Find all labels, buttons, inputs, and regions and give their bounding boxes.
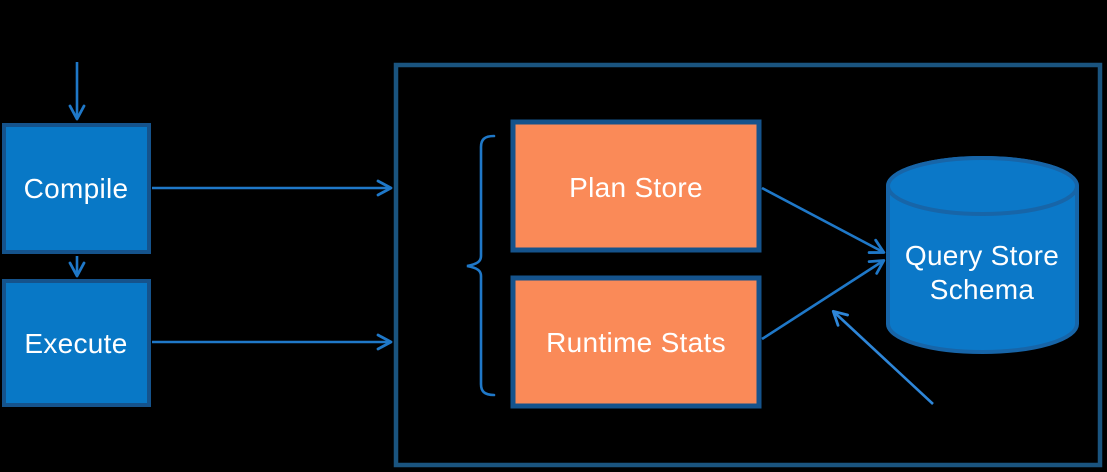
node-execute: Execute xyxy=(2,279,151,407)
node-compile: Compile xyxy=(2,123,151,254)
node-runtime-stats: Runtime Stats xyxy=(510,275,762,409)
runtime-stats-box xyxy=(510,275,762,409)
runtime-stats-label: Runtime Stats xyxy=(546,327,726,358)
arrow-runtime-stats-to-schema xyxy=(761,259,886,341)
database-cylinder: Query Store Schema xyxy=(886,156,1079,354)
plan-store-box xyxy=(510,119,762,253)
query-store-container xyxy=(393,62,1103,468)
arrow-plan-store-to-schema xyxy=(761,186,886,254)
compile-box xyxy=(2,123,151,254)
execute-box xyxy=(2,279,151,407)
schema-label-line2: Schema xyxy=(930,274,1035,305)
group-brace-icon xyxy=(466,134,496,397)
execute-label: Execute xyxy=(24,328,127,359)
schema-label-line1: Query Store xyxy=(905,240,1059,271)
cylinder-top xyxy=(886,156,1079,216)
plan-store-label: Plan Store xyxy=(569,172,703,203)
arrow-async-to-schema xyxy=(831,309,934,405)
compile-label: Compile xyxy=(24,173,129,204)
node-plan-store: Plan Store xyxy=(510,119,762,253)
